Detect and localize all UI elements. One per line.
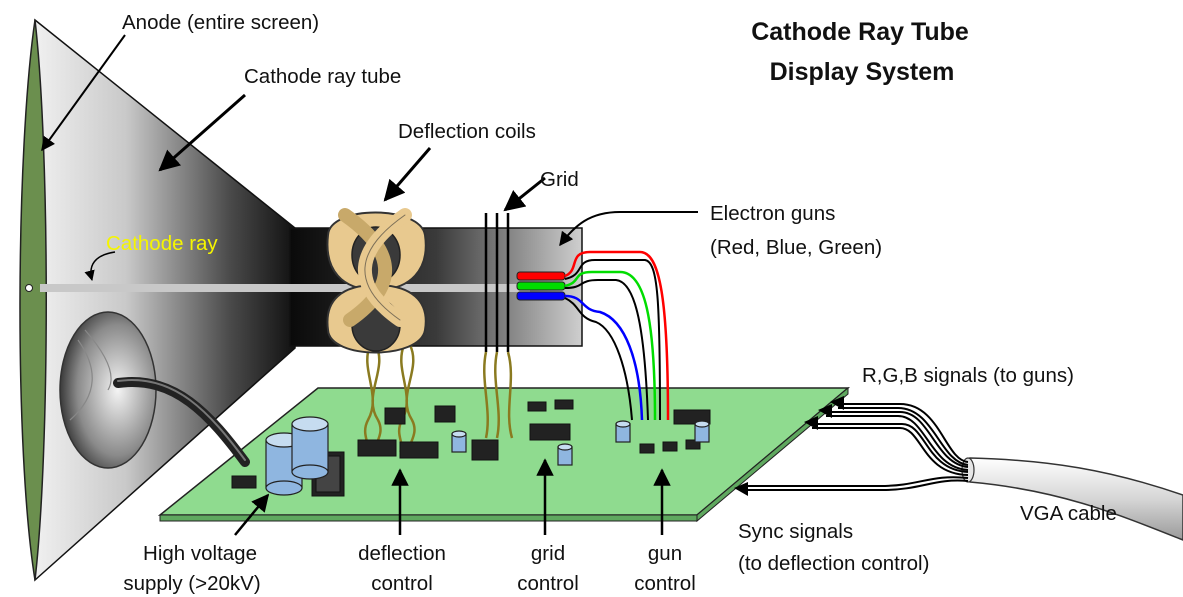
label-defl-1: deflection: [358, 542, 446, 565]
arrow-tube: [158, 93, 246, 172]
vga-cable: [969, 457, 1183, 541]
arrow-guns: [559, 211, 698, 247]
screen-face: [19, 19, 47, 581]
label-guns-1: Electron guns: [710, 202, 835, 225]
label-defl-2: control: [371, 572, 433, 595]
label-coils: Deflection coils: [398, 120, 536, 143]
wire-red-black: [564, 259, 661, 421]
title-line-1: Cathode Ray Tube: [751, 18, 969, 46]
gun-red: [516, 271, 566, 281]
gun-blue: [516, 291, 566, 301]
label-cathode-ray: Cathode ray: [106, 232, 218, 255]
grid-lead-3: [506, 351, 514, 439]
label-grid-ctrl-2: control: [517, 572, 579, 595]
label-hv-2: supply (>20kV): [123, 572, 260, 595]
wire-red: [564, 250, 670, 421]
label-hv-1: High voltage: [143, 542, 257, 565]
circuit-board-edge: [159, 386, 849, 523]
grid-lead-1: [483, 351, 489, 439]
hv-cable: [113, 377, 250, 467]
wire-blue: [564, 294, 644, 421]
label-tube: Cathode ray tube: [244, 65, 401, 88]
label-anode: Anode (entire screen): [122, 11, 319, 34]
deflection-coils: [326, 208, 427, 354]
gun-green: [516, 281, 566, 291]
arrow-grid: [503, 176, 546, 212]
label-sync-1: Sync signals: [738, 520, 853, 543]
cathode-ray-beam: [40, 284, 530, 292]
label-grid: Grid: [540, 168, 579, 191]
wire-blue-black: [564, 297, 633, 421]
signal-arrowheads: [734, 396, 844, 496]
label-guns-2: (Red, Blue, Green): [710, 236, 882, 259]
title-line-2: Display System: [770, 58, 955, 86]
circuit-board: [157, 387, 851, 516]
arrow-cathode-ray: [84, 251, 116, 282]
wire-green-black: [564, 279, 649, 421]
label-gun-ctrl-2: control: [634, 572, 696, 595]
arrow-hv: [234, 493, 270, 536]
label-rgb: R,G,B signals (to guns): [862, 364, 1074, 387]
capacitors: [265, 416, 710, 496]
anode-dot: [25, 284, 33, 292]
label-grid-ctrl-1: grid: [531, 542, 565, 565]
label-vga: VGA cable: [1020, 502, 1117, 525]
wire-green: [564, 270, 657, 421]
hv-funnel-swirl: [69, 329, 112, 421]
grid-lead-2: [494, 351, 500, 439]
arrow-anode: [41, 34, 126, 152]
signal-wires: [744, 403, 969, 491]
hv-cable-highlight: [117, 379, 246, 461]
label-sync-2: (to deflection control): [738, 552, 929, 575]
arrow-coils: [383, 147, 432, 202]
label-gun-ctrl-1: gun: [648, 542, 682, 565]
